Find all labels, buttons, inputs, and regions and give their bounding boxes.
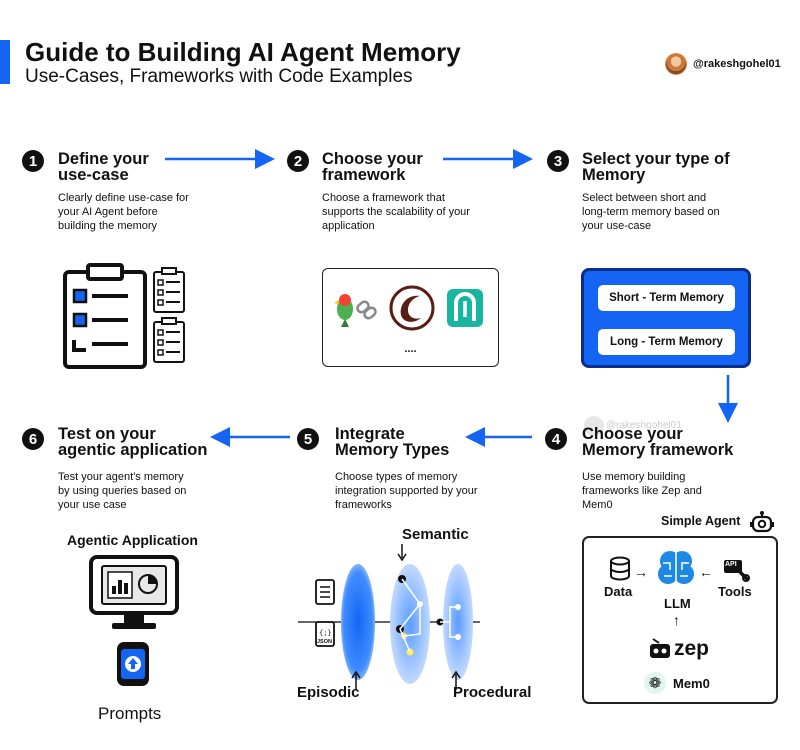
episodic-label: Episodic (297, 684, 360, 701)
step-3-desc: Select between short and long-term memor… (582, 191, 720, 233)
json-file-icon: {;} (315, 621, 335, 647)
step-3-desc-line3: your use-case (582, 220, 652, 232)
memory-integration-diagram: {;} (298, 544, 480, 690)
step-3-number: 3 (547, 150, 569, 172)
mem0-icon: ❁ (644, 672, 666, 694)
step-1-title: Define your use-case (58, 150, 149, 184)
json-label: JSON (317, 639, 332, 645)
procedural-label: Procedural (453, 684, 532, 701)
robot-icon (750, 511, 774, 533)
step-4-desc: Use memory building frameworks like Zep … (582, 470, 702, 512)
step-4-desc-line1: Use memory building (582, 471, 686, 483)
llm-label: LLM (664, 596, 691, 611)
zep-to-llm-arrow: ↑ (673, 612, 680, 628)
step-4-title-line2: Memory framework (582, 441, 734, 459)
step-6-title-line2: agentic application (58, 441, 208, 459)
step-6-desc-line2: by using queries based on (58, 485, 187, 497)
agent-architecture-box: Data → LLM ← API Tools ↑ zep ❁ Mem0 (582, 536, 778, 704)
step-4-title: Choose your Memory framework (582, 425, 734, 459)
step-1-title-line2: use-case (58, 166, 129, 184)
step-4-desc-line2: frameworks like Zep and (582, 485, 702, 497)
step-1-desc-line1: Clearly define use-case for (58, 192, 189, 204)
brain-icon (658, 551, 694, 584)
step-6-title: Test on your agentic application (58, 425, 208, 459)
step-3-title-line2: Memory (582, 166, 646, 184)
step-5-title: Integrate Memory Types (335, 425, 450, 459)
step-5-number: 5 (297, 428, 319, 450)
checklist-icon (63, 263, 185, 369)
step-4-desc-line3: Mem0 (582, 499, 613, 511)
mem0-label: Mem0 (673, 676, 710, 691)
handle-text: @rakeshgohel01 (693, 58, 781, 70)
api-tools-icon (724, 560, 750, 582)
step-5-desc-line2: integration supported by your (335, 485, 478, 497)
step-1-desc-line3: building the memory (58, 220, 158, 232)
step-6-desc-line3: your use case (58, 499, 127, 511)
step-3-desc-line1: Select between short and (582, 192, 707, 204)
langchain-parrot-icon (334, 294, 377, 327)
memory-types-panel: Short - Term Memory Long - Term Memory (581, 268, 751, 368)
svg-text:{;}: {;} (319, 629, 332, 637)
step-3-title: Select your type of Memory (582, 150, 730, 184)
letta-icon (447, 289, 483, 327)
watermark-avatar (584, 416, 604, 436)
frameworks-box: .... (322, 268, 499, 367)
crewai-icon (389, 285, 435, 331)
step-1-desc: Clearly define use-case for your AI Agen… (58, 191, 189, 233)
page-title: Guide to Building AI Agent Memory (25, 37, 461, 67)
semantic-label: Semantic (402, 526, 469, 543)
database-icon (610, 556, 630, 581)
step-2-desc: Choose a framework that supports the sca… (322, 191, 470, 233)
short-term-memory-option[interactable]: Short - Term Memory (598, 285, 735, 311)
tools-label: Tools (718, 584, 752, 599)
frameworks-ellipsis: .... (404, 343, 417, 355)
data-to-llm-arrow: → (634, 564, 648, 580)
step-2-title-line2: framework (322, 166, 406, 184)
step-4-number: 4 (545, 428, 567, 450)
step-1-number: 1 (22, 150, 44, 172)
step-2-desc-line3: application (322, 220, 375, 232)
agentic-app-label: Agentic Application (67, 532, 198, 548)
step-6-desc: Test your agent's memory by using querie… (58, 470, 186, 512)
prompts-label: Prompts (98, 704, 162, 723)
step-5-title-line2: Memory Types (335, 441, 450, 459)
monitor-icon (89, 555, 179, 629)
step-5-title-line1: Integrate (335, 425, 405, 443)
step-1-title-line1: Define your (58, 150, 149, 168)
zep-label: zep (674, 637, 710, 660)
author-handle[interactable]: @rakeshgohel01 (665, 53, 781, 75)
phone-icon (117, 642, 149, 686)
data-label: Data (604, 584, 633, 599)
step-6-title-line1: Test on your (58, 425, 156, 443)
api-icon-label: API (725, 561, 737, 568)
step-5-desc: Choose types of memory integration suppo… (335, 470, 477, 512)
long-term-memory-option[interactable]: Long - Term Memory (598, 329, 735, 355)
avatar (665, 53, 687, 75)
step-3-desc-line2: long-term memory based on (582, 206, 720, 218)
page-subtitle: Use-Cases, Frameworks with Code Examples (25, 66, 413, 87)
step-5-desc-line1: Choose types of memory (335, 471, 458, 483)
tools-to-llm-arrow: ← (699, 564, 713, 580)
step-2-title: Choose your framework (322, 150, 423, 184)
step-2-title-line1: Choose your (322, 150, 423, 168)
step-2-desc-line2: supports the scalability of your (322, 206, 470, 218)
watermark-text: @rakeshgohel01 (606, 420, 682, 431)
step-6-number: 6 (22, 428, 44, 450)
document-icon (315, 579, 335, 605)
accent-bar (0, 40, 10, 84)
simple-agent-label: Simple Agent (661, 514, 741, 528)
step-6-desc-line1: Test your agent's memory (58, 471, 184, 483)
step-4-title-line1: Choose your (582, 425, 683, 443)
zep-robot-icon (650, 638, 670, 658)
step-3-title-line1: Select your type of (582, 150, 730, 168)
step-5-desc-line3: frameworks (335, 499, 392, 511)
step-2-number: 2 (287, 150, 309, 172)
step-1-desc-line2: your AI Agent before (58, 206, 158, 218)
step-2-desc-line1: Choose a framework that (322, 192, 445, 204)
